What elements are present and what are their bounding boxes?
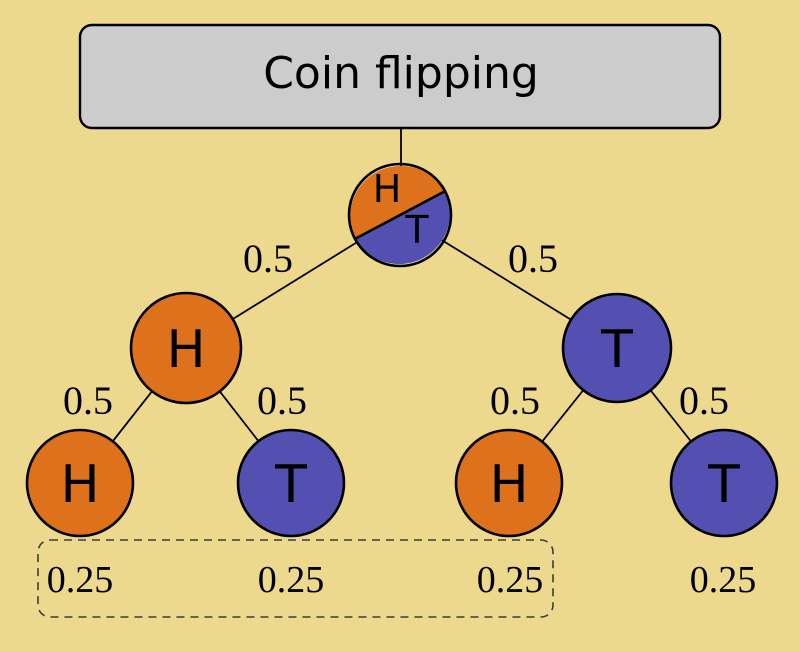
root-tails-half <box>355 191 450 265</box>
leaf-ht-circle <box>236 428 346 538</box>
leaf-node-hh: H <box>25 428 135 538</box>
leaf-th-label: H <box>489 455 528 515</box>
edge-label-heads-ht: 0.5 <box>257 378 307 423</box>
leaf-hh-circle <box>25 428 135 538</box>
root-heads-label: H <box>373 167 402 211</box>
edge-label-heads-hh: 0.5 <box>63 378 113 423</box>
leaf-hh-label: H <box>60 455 99 515</box>
title-text: Coin flipping <box>263 48 539 99</box>
edge-label-tails-th: 0.5 <box>490 378 540 423</box>
probability-label-th: 0.25 <box>477 559 544 601</box>
root-tails-label: T <box>404 208 429 252</box>
probability-label-hh: 0.25 <box>47 559 114 601</box>
edge-label-root-heads: 0.5 <box>243 236 293 281</box>
leaf-node-th: H <box>454 428 564 538</box>
heads-label: H <box>166 320 205 380</box>
leaf-ht-label: T <box>274 455 307 515</box>
title-box-rect <box>78 23 722 130</box>
heads-circle <box>129 291 243 405</box>
leaf-tt-circle <box>669 428 779 538</box>
joint-probability-outline <box>37 539 554 618</box>
leaf-node-tt: T <box>669 428 779 538</box>
leaf-tt-label: T <box>707 455 740 515</box>
tails-circle <box>561 292 673 404</box>
leaf-node-ht: T <box>236 428 346 538</box>
node-tails-level1: T <box>561 292 673 404</box>
probability-label-ht: 0.25 <box>258 559 325 601</box>
node-heads-level1: H <box>129 291 243 405</box>
node-root: H T <box>347 162 453 268</box>
title-box: Coin flipping <box>78 23 722 130</box>
tails-label: T <box>600 320 633 380</box>
edge-label-tails-tt: 0.5 <box>679 378 729 423</box>
probability-label-tt: 0.25 <box>690 559 757 601</box>
edge-label-root-tails: 0.5 <box>508 236 558 281</box>
root-heads-half <box>350 165 445 239</box>
root-circle-outline <box>347 162 453 268</box>
leaf-th-circle <box>454 428 564 538</box>
root-divider-line <box>354 189 446 241</box>
